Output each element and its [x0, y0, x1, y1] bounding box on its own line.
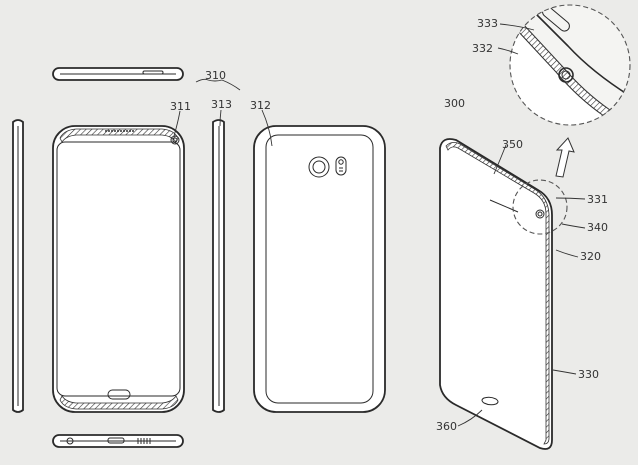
- perspective-camera: [535, 209, 545, 219]
- phone-front-view: [52, 125, 185, 413]
- top-button: [142, 70, 164, 75]
- label-320: 320: [580, 250, 601, 263]
- phone-left-side-view: [12, 119, 24, 413]
- phone-top-edge-view: [52, 67, 184, 81]
- label-350: 350: [502, 138, 523, 151]
- label-360: 360: [436, 420, 457, 433]
- label-312: 312: [250, 99, 271, 112]
- front-camera: [170, 135, 180, 145]
- perspective-home-button: [481, 396, 499, 406]
- phone-back-view: [253, 125, 386, 413]
- headphone-jack: [66, 437, 74, 445]
- rear-camera: [308, 156, 330, 178]
- front-bottom-hatched-band: [59, 395, 179, 410]
- home-button: [107, 389, 131, 400]
- zoom-arrow: [555, 137, 575, 178]
- phone-perspective-view: [439, 138, 553, 450]
- rear-flash: [335, 156, 347, 176]
- label-310: 310: [205, 69, 226, 82]
- label-300: 300: [444, 97, 465, 110]
- label-311: 311: [170, 100, 191, 113]
- detail-region-circle: [512, 179, 568, 235]
- usb-port: [107, 437, 125, 444]
- zoom-camera-hole: [558, 67, 574, 83]
- perspective-hatched-edge: [445, 142, 550, 445]
- label-331: 331: [587, 193, 608, 206]
- label-330: 330: [578, 368, 599, 381]
- speaker-grille: [137, 438, 151, 444]
- label-332: 332: [472, 42, 493, 55]
- leader-lines: [173, 23, 586, 427]
- label-340: 340: [587, 221, 608, 234]
- zoom-detail: [509, 4, 631, 126]
- phone-right-side-view: [212, 119, 225, 413]
- label-313: 313: [211, 98, 232, 111]
- phone-bottom-edge-view: [52, 434, 184, 448]
- label-333: 333: [477, 17, 498, 30]
- earpiece-grille: [105, 130, 134, 132]
